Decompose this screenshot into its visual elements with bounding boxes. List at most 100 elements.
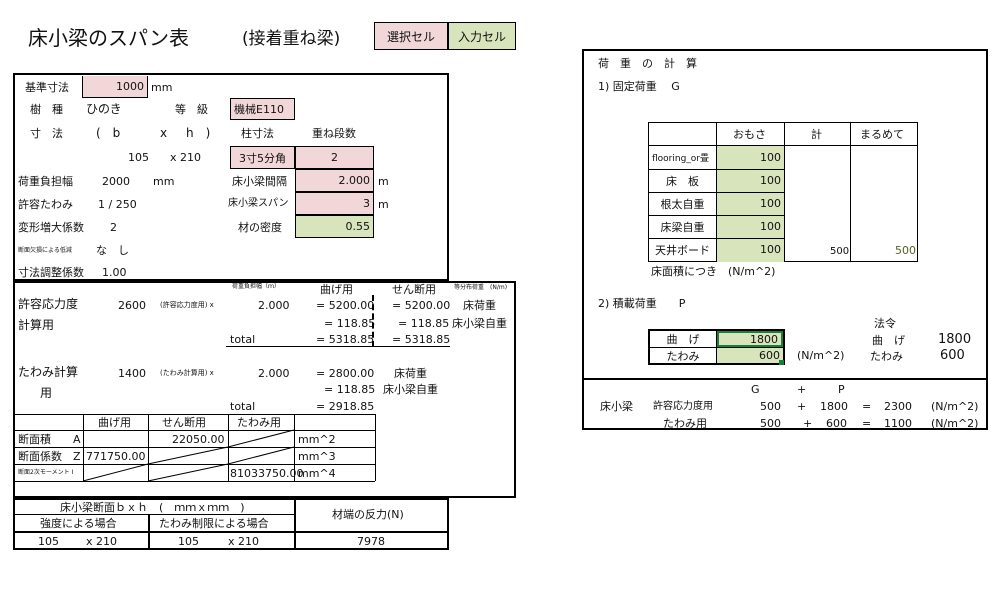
sum-row2-unit: (N/m^2)	[931, 417, 979, 430]
column-size-select[interactable]: 3寸5分角	[230, 146, 295, 169]
fixed-load-label: 1) 固定荷重 G	[598, 80, 680, 93]
stress-note: (許容応力度用) x	[160, 301, 214, 309]
beam-spacing-label: 床小梁間隔	[232, 175, 287, 188]
bending-shear-divider	[372, 295, 375, 347]
defl-dist-2: 床小梁自重	[383, 383, 438, 396]
fixed-head-round: まるめて	[860, 128, 904, 141]
calc-panel	[13, 281, 516, 498]
modulus-label: 断面係数 Z	[18, 450, 81, 463]
law-defl-label: たわみ	[870, 350, 903, 363]
sum-row2-label: たわみ用	[663, 417, 707, 430]
span-input[interactable]: 3	[295, 192, 374, 215]
fixed-row-value-input[interactable]: 100	[760, 220, 781, 233]
base-label: 基準寸法	[25, 81, 69, 94]
result-strength-label: 強度による場合	[40, 517, 117, 530]
load-width-value: 2000	[102, 175, 130, 188]
grade-select[interactable]: 機械E110	[230, 98, 295, 120]
result-table	[13, 498, 449, 550]
density-input[interactable]: 0.55	[295, 215, 374, 238]
section-loss-value[interactable]: な し	[96, 244, 129, 257]
allow-defl-label: 許容たわみ	[18, 198, 73, 211]
result-defl-h: x 210	[228, 535, 260, 548]
fixed-row-value-input[interactable]: 100	[760, 151, 781, 164]
stress-calc-label-2: 計算用	[18, 318, 55, 332]
stress-dist-1: 床荷重	[463, 299, 496, 312]
live-load-label: 2) 積載荷重 P	[598, 297, 686, 310]
live-unit-note: (N/m^2)	[797, 349, 845, 362]
fixed-row-value-input[interactable]: 100	[760, 197, 781, 210]
size-h-value: x 210	[170, 151, 202, 164]
live-defl-input[interactable]: 600	[717, 348, 783, 363]
fixed-total-round: 500	[895, 244, 916, 257]
beam-spacing-input[interactable]: 2.000	[295, 169, 374, 192]
defl-bending-total: = 2918.85	[316, 400, 375, 413]
sum-row1-plus: +	[797, 400, 807, 413]
section-col-shear: せん断用	[162, 416, 206, 429]
defl-bending-2: = 118.85	[324, 383, 376, 396]
sum-p-header: P	[838, 383, 845, 396]
sum-row1-g: 500	[760, 400, 781, 413]
sum-g-header: G	[751, 383, 760, 396]
sum-row2-g: 500	[760, 417, 781, 430]
defl-calc-label-2: 用	[40, 386, 53, 400]
sum-row1-eq: =	[862, 400, 872, 413]
fixed-row-label: 根太自重	[660, 197, 705, 211]
creep-factor-value: 2	[110, 221, 117, 234]
section-col-bending: 曲げ用	[98, 416, 131, 429]
fixed-row-value-input[interactable]: 100	[760, 243, 781, 256]
fixed-row-label: 床梁自重	[660, 220, 705, 234]
layers-label: 重ね段数	[312, 127, 356, 140]
sum-row1-p: 1800	[820, 400, 848, 413]
size-h-label: h )	[186, 126, 211, 140]
live-bending-input[interactable]: 1800	[717, 331, 783, 347]
load-panel	[582, 49, 988, 430]
base-value-input[interactable]: 1000	[82, 76, 148, 98]
size-label: 寸 法	[30, 127, 63, 140]
modulus-bending-value: 771750.00	[86, 450, 146, 463]
sum-row1-label: 許容応力度用	[653, 401, 713, 412]
section-loss-label: 断面欠損による低減	[18, 247, 72, 254]
legend-input-cell: 入力セル	[448, 22, 516, 50]
modulus-unit: mm^3	[298, 450, 336, 463]
beam-label: 床小梁	[600, 400, 633, 413]
result-header: 床小梁断面ｂｘｈ ( ｍｍｘｍｍ )	[60, 501, 245, 514]
fixed-row-value-input[interactable]: 100	[760, 174, 781, 187]
stress-bending-2: = 118.85	[324, 317, 376, 330]
defl-bending-1: = 2800.00	[316, 367, 375, 380]
grade-label: 等 級	[175, 103, 208, 116]
law-bending-label: 曲 げ	[872, 334, 905, 347]
size-adjust-value: 1.00	[102, 266, 127, 279]
area-label: 断面積 A	[18, 433, 81, 446]
sum-row2-total: 1100	[884, 417, 912, 430]
fixed-row-label: flooring_or畳	[652, 154, 710, 164]
defl-calc-label-1: たわみ計算	[18, 365, 79, 379]
inertia-unit: mm^4	[298, 467, 336, 480]
defl-note: (たわみ計算用) x	[160, 369, 214, 377]
load-width-label: 荷重負担幅	[18, 175, 73, 188]
size-b-value: 105	[128, 151, 149, 164]
stress-total-label: total	[230, 333, 256, 346]
result-strength-h: x 210	[86, 535, 118, 548]
result-strength-b: 105	[38, 535, 59, 548]
calc-head-bending: 曲げ用	[320, 283, 353, 296]
input-panel	[13, 73, 449, 281]
stress-shear-total: = 5318.85	[392, 333, 451, 346]
species-label: 樹 種	[30, 103, 63, 116]
size-x-label: x	[160, 126, 168, 140]
species-value[interactable]: ひのき	[86, 102, 122, 116]
calc-head-load-width: 荷重負担幅（ｍ）	[232, 283, 281, 290]
fixed-total-sum: 500	[830, 246, 850, 257]
live-bending-label: 曲 げ	[666, 333, 700, 346]
column-size-label: 柱寸法	[241, 127, 274, 140]
stress-dist-2: 床小梁自重	[452, 317, 507, 330]
fill-handle[interactable]	[779, 360, 784, 365]
defl-width: 2.000	[258, 367, 290, 380]
sum-row1-unit: (N/m^2)	[931, 400, 979, 413]
base-unit: mm	[151, 81, 173, 94]
sum-row2-plus: +	[803, 417, 813, 430]
layers-select[interactable]: 2	[295, 146, 374, 169]
span-unit: m	[378, 198, 389, 211]
result-reaction-label: 材端の反力(N)	[332, 508, 404, 521]
stress-value: 2600	[118, 299, 146, 312]
stress-calc-label-1: 許容応力度	[18, 297, 79, 311]
